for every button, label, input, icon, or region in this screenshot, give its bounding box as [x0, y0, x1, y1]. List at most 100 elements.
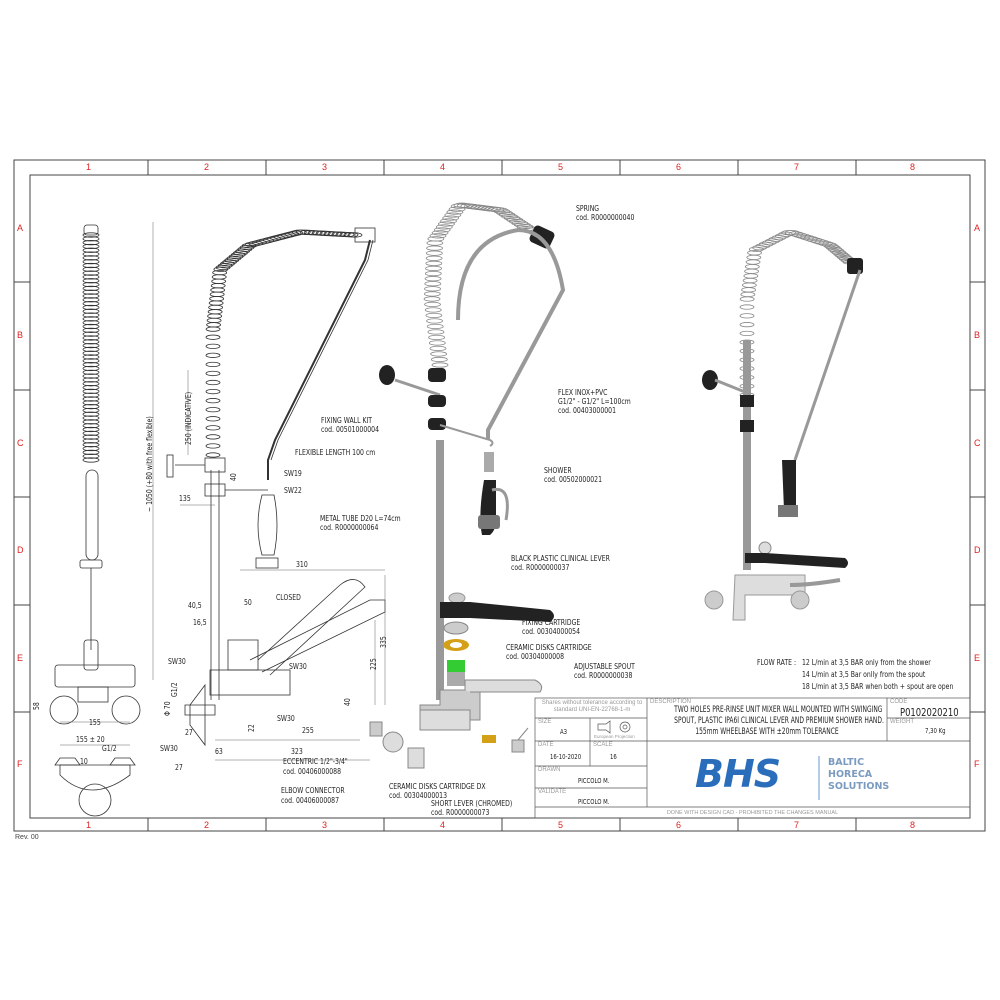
flow-rate-line: 18 L/min at 3,5 BAR when both + spout ar… — [802, 682, 954, 691]
outer-frame — [13, 159, 986, 832]
grid-col-label: 4 — [440, 820, 446, 830]
date-value: 16-10-2020 — [550, 753, 582, 761]
flow-rate-line: 14 L/min at 3,5 Bar onlly from the spout — [802, 670, 926, 679]
flexible-length: FLEXIBLE LENGTH 100 cm — [295, 448, 376, 457]
elbow-code: cod. 00406000087 — [281, 796, 340, 805]
short-lever-label: SHORT LEVER (CHROMED) — [431, 799, 513, 808]
spring-coil — [429, 233, 447, 239]
side-view — [60, 222, 386, 761]
spring-coil — [425, 250, 443, 256]
fixing-wall-kit-code: cod. 00501000004 — [321, 425, 380, 434]
spring-coil — [82, 442, 100, 448]
spring-coil — [82, 449, 100, 455]
assembled-view — [702, 230, 863, 621]
spring-coil — [205, 425, 221, 431]
spring-coil — [739, 322, 755, 328]
shower-label: SHOWER — [544, 466, 572, 475]
grid-col-label: 6 — [676, 162, 682, 172]
dim-50: 50 — [244, 598, 252, 607]
spring-coil — [82, 434, 100, 440]
sw30-b: SW30 — [289, 662, 307, 671]
drawn-label: DRAWN — [538, 767, 561, 773]
description: TWO HOLES PRE-RINSE UNIT MIXER WALL MOUN… — [648, 705, 886, 738]
spring-coil — [424, 301, 441, 308]
grid-col-label: 8 — [910, 162, 916, 172]
fixing-cartridge-label: FIXING CARTRIDGE — [522, 618, 581, 627]
grid-row-label: E — [17, 652, 24, 663]
grid-col-label: 3 — [322, 162, 328, 172]
spring-coil — [741, 282, 757, 288]
spring-coil — [208, 300, 224, 306]
spring-coil — [426, 240, 444, 246]
grid-col-label: 8 — [910, 820, 916, 830]
grid-col-label: 7 — [794, 820, 800, 830]
flex-label: FLEX INOX+PVC — [558, 388, 608, 397]
spring-coil — [82, 320, 100, 326]
spring-coil — [209, 296, 225, 302]
spring-coil — [433, 227, 451, 233]
dim-g12-front: G1/2 — [102, 744, 117, 753]
grid-row-label: D — [974, 545, 981, 555]
spring-coil — [205, 452, 221, 458]
spring-coil — [82, 247, 100, 253]
spring-coil — [744, 268, 759, 274]
black-lever-code: cod. R0000000037 — [511, 563, 570, 572]
spring-coil — [426, 245, 443, 251]
grid-dividers — [14, 160, 985, 831]
spring-coil — [430, 351, 448, 357]
spring-coil — [210, 287, 226, 293]
grid-col-label: 5 — [558, 820, 564, 830]
spring-coil — [82, 255, 100, 261]
dim-27b: 27 — [175, 763, 183, 772]
spring-coil — [746, 254, 762, 261]
shower-code: cod. 00502000021 — [544, 475, 603, 484]
spring-coil — [82, 270, 100, 276]
spring-coil — [740, 291, 756, 298]
spring-coil — [82, 362, 100, 368]
spring-coil — [206, 322, 222, 328]
bhs-logo: BHS — [695, 752, 781, 796]
spring-coil — [82, 419, 100, 425]
fixing-cartridge-code: cod. 00304000054 — [522, 627, 581, 636]
grid-row-label: A — [974, 222, 981, 233]
spring-coil — [739, 296, 755, 302]
dim-40: 40 — [229, 473, 238, 481]
projection-label: European Projection — [594, 734, 635, 739]
grid-col-label: 2 — [204, 820, 210, 830]
code-value: P0102020210 — [900, 706, 959, 719]
spring-coil — [82, 281, 100, 288]
spring-coil — [741, 287, 757, 293]
grid-row-label: F — [17, 759, 23, 769]
logo-line: SOLUTIONS — [828, 781, 890, 792]
grid-row-label: F — [974, 759, 980, 769]
spring-coil — [745, 259, 761, 265]
spring-coil — [82, 377, 100, 383]
dim-58: 58 — [32, 702, 41, 710]
tolerance-note: Shares without tolerance according to st… — [541, 700, 643, 713]
spring-coil — [211, 274, 227, 280]
spring-coil — [743, 273, 759, 279]
spring-coil — [747, 250, 762, 256]
flex-code: cod. 00403000001 — [558, 406, 617, 415]
validate-value: PICCOLO M. — [578, 798, 610, 806]
spring-coil — [424, 307, 442, 313]
scale-label: SCALE — [593, 742, 613, 748]
spring-coil — [209, 291, 225, 297]
spring-coil — [424, 276, 442, 282]
dim-335: 335 — [379, 636, 388, 648]
ceramic-cartridge-label: CERAMIC DISKS CARTRIDGE — [506, 643, 592, 652]
grid-row-label: B — [974, 330, 981, 340]
dim-40-5: 40,5 — [188, 601, 202, 610]
dim-310: 310 — [296, 560, 308, 569]
spring-coil — [82, 381, 100, 387]
ceramic-dx-label: CERAMIC DISKS CARTRIDGE DX — [389, 782, 486, 791]
grid-col-label: 5 — [558, 162, 564, 172]
grid-row-label: D — [17, 545, 24, 555]
flex-spec: G1/2" - G1/2" L=100cm — [558, 397, 631, 406]
spring-coil — [207, 313, 223, 319]
dim-155: 155 — [89, 718, 101, 727]
description-line: 155mm WHEELBASE WITH ±20mm TOLERANCE — [695, 727, 839, 737]
description-line: TWO HOLES PRE-RINSE UNIT MIXER WALL MOUN… — [674, 705, 883, 715]
description-label: DESCRIPTION — [650, 699, 692, 705]
spring-coil — [210, 283, 226, 289]
